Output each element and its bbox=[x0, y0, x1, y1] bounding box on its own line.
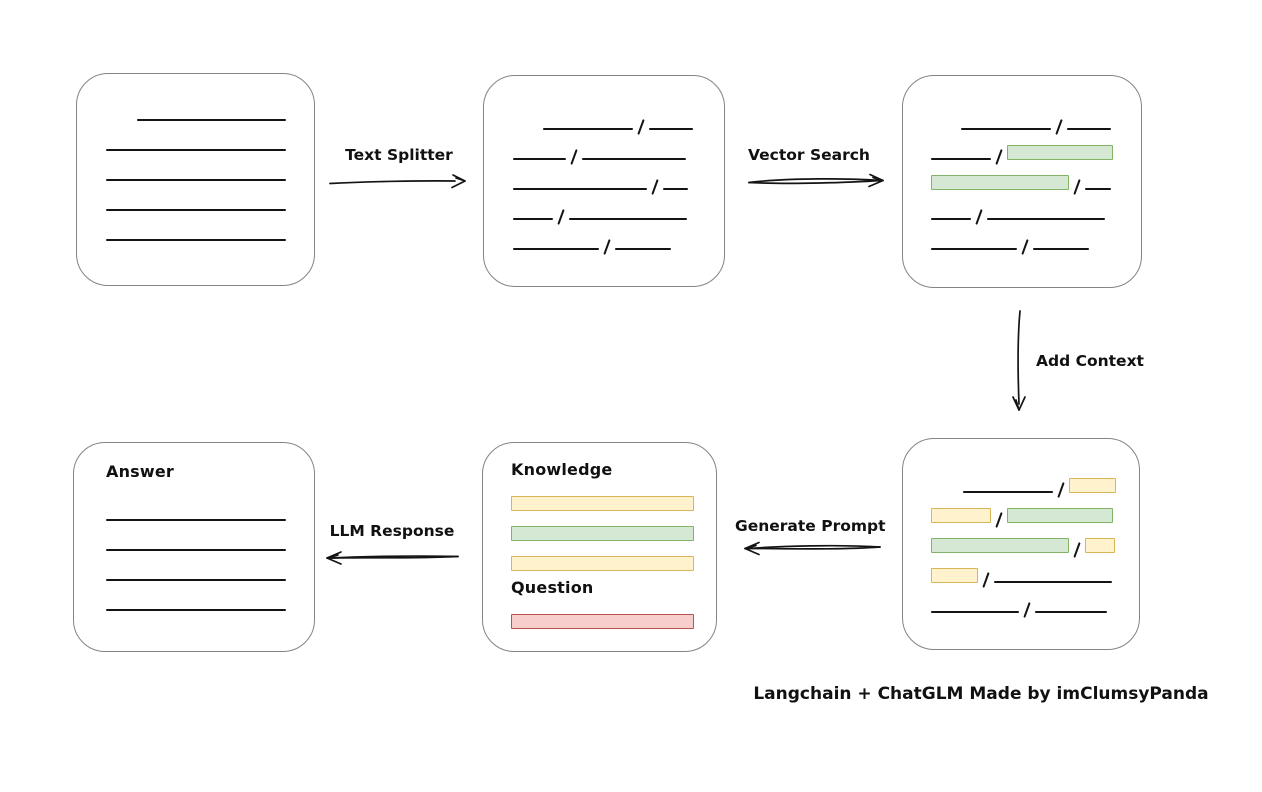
green-highlight-bar bbox=[931, 538, 1069, 553]
source-document-box bbox=[76, 73, 315, 286]
chunk-row bbox=[513, 160, 699, 195]
answer-box: Answer bbox=[73, 442, 315, 652]
generate-prompt-label: Generate Prompt bbox=[735, 517, 886, 535]
text-line-segment bbox=[963, 491, 1053, 493]
chunk-row bbox=[931, 190, 1117, 225]
chunk-row bbox=[931, 583, 1117, 618]
chunk-row bbox=[931, 220, 1117, 255]
red-highlight-bar bbox=[511, 614, 694, 629]
answer-lines bbox=[106, 519, 314, 611]
add-context-arrow-icon bbox=[1012, 310, 1026, 411]
add-context-label: Add Context bbox=[1036, 352, 1144, 370]
document-text-line bbox=[106, 179, 286, 181]
chunk-row bbox=[513, 190, 699, 225]
text-line-segment bbox=[615, 248, 672, 250]
chunk-rows bbox=[931, 100, 1117, 255]
knowledge-label: Knowledge bbox=[511, 460, 613, 479]
document-text-line bbox=[137, 119, 286, 121]
text-line-segment bbox=[1085, 188, 1112, 190]
prompt-box: Knowledge Question bbox=[482, 442, 717, 652]
document-text-line bbox=[106, 579, 286, 581]
text-splitter-label: Text Splitter bbox=[345, 146, 453, 164]
yellow-highlight-bar bbox=[1085, 538, 1116, 553]
chunk-row bbox=[511, 541, 716, 571]
green-highlight-bar bbox=[1007, 145, 1114, 160]
chunk-row bbox=[931, 553, 1117, 588]
chunk-row bbox=[511, 481, 716, 511]
text-line-segment bbox=[1067, 128, 1112, 130]
document-text-line bbox=[106, 209, 286, 211]
yellow-highlight-bar bbox=[931, 568, 978, 583]
text-chunks-box bbox=[483, 75, 725, 287]
chunk-row bbox=[511, 599, 716, 629]
text-line-segment bbox=[994, 581, 1113, 583]
chunk-rows bbox=[513, 100, 699, 255]
chunk-row bbox=[931, 160, 1117, 195]
text-line-segment bbox=[931, 158, 991, 160]
context-chunks-box bbox=[902, 438, 1140, 650]
text-line-segment bbox=[569, 218, 688, 220]
text-line-segment bbox=[931, 248, 1017, 250]
text-line-segment bbox=[663, 188, 689, 190]
text-line-segment bbox=[649, 128, 694, 130]
document-lines bbox=[106, 119, 314, 241]
answer-label: Answer bbox=[106, 462, 175, 481]
text-line-segment bbox=[513, 218, 553, 220]
green-highlight-bar bbox=[511, 526, 694, 541]
vector-search-arrow-icon bbox=[748, 173, 884, 188]
yellow-highlight-bar bbox=[511, 496, 694, 511]
text-line-segment bbox=[987, 218, 1106, 220]
chunk-rows bbox=[931, 463, 1117, 618]
document-text-line bbox=[106, 609, 286, 611]
text-line-segment bbox=[513, 158, 566, 160]
chunk-row bbox=[931, 523, 1117, 558]
chunk-row bbox=[511, 511, 716, 541]
text-line-segment bbox=[582, 158, 687, 160]
chunk-row bbox=[513, 100, 699, 135]
green-highlight-bar bbox=[931, 175, 1069, 190]
llm-response-label: LLM Response bbox=[329, 522, 455, 540]
document-text-line bbox=[106, 519, 286, 521]
document-text-line bbox=[106, 149, 286, 151]
question-bars bbox=[511, 599, 716, 629]
yellow-highlight-bar bbox=[511, 556, 694, 571]
slash-separator bbox=[603, 239, 611, 255]
chunk-row bbox=[931, 130, 1117, 165]
text-line-segment bbox=[543, 128, 633, 130]
credit-text: Langchain + ChatGLM Made by imClumsyPand… bbox=[753, 684, 1209, 704]
yellow-highlight-bar bbox=[1069, 478, 1117, 493]
yellow-highlight-bar bbox=[931, 508, 991, 523]
llm-response-arrow-icon bbox=[326, 551, 459, 565]
text-line-segment bbox=[931, 218, 971, 220]
slash-separator bbox=[1021, 239, 1029, 255]
green-highlight-bar bbox=[1007, 508, 1114, 523]
text-line-segment bbox=[513, 188, 647, 190]
chunk-row bbox=[513, 220, 699, 255]
text-splitter-arrow-icon bbox=[329, 174, 466, 189]
chunk-row bbox=[931, 493, 1117, 528]
generate-prompt-arrow-icon bbox=[744, 541, 881, 556]
chunk-row bbox=[931, 100, 1117, 135]
vector-search-label: Vector Search bbox=[748, 146, 870, 164]
document-text-line bbox=[106, 549, 286, 551]
text-line-segment bbox=[1033, 248, 1090, 250]
text-line-segment bbox=[513, 248, 599, 250]
chunk-row bbox=[931, 463, 1117, 498]
knowledge-bars bbox=[511, 481, 716, 571]
slash-separator bbox=[1023, 602, 1031, 618]
document-text-line bbox=[106, 239, 286, 241]
question-label: Question bbox=[511, 578, 594, 597]
text-line-segment bbox=[931, 611, 1019, 613]
text-line-segment bbox=[961, 128, 1051, 130]
chunk-row bbox=[513, 130, 699, 165]
search-results-box bbox=[902, 75, 1142, 288]
text-line-segment bbox=[1035, 611, 1108, 613]
